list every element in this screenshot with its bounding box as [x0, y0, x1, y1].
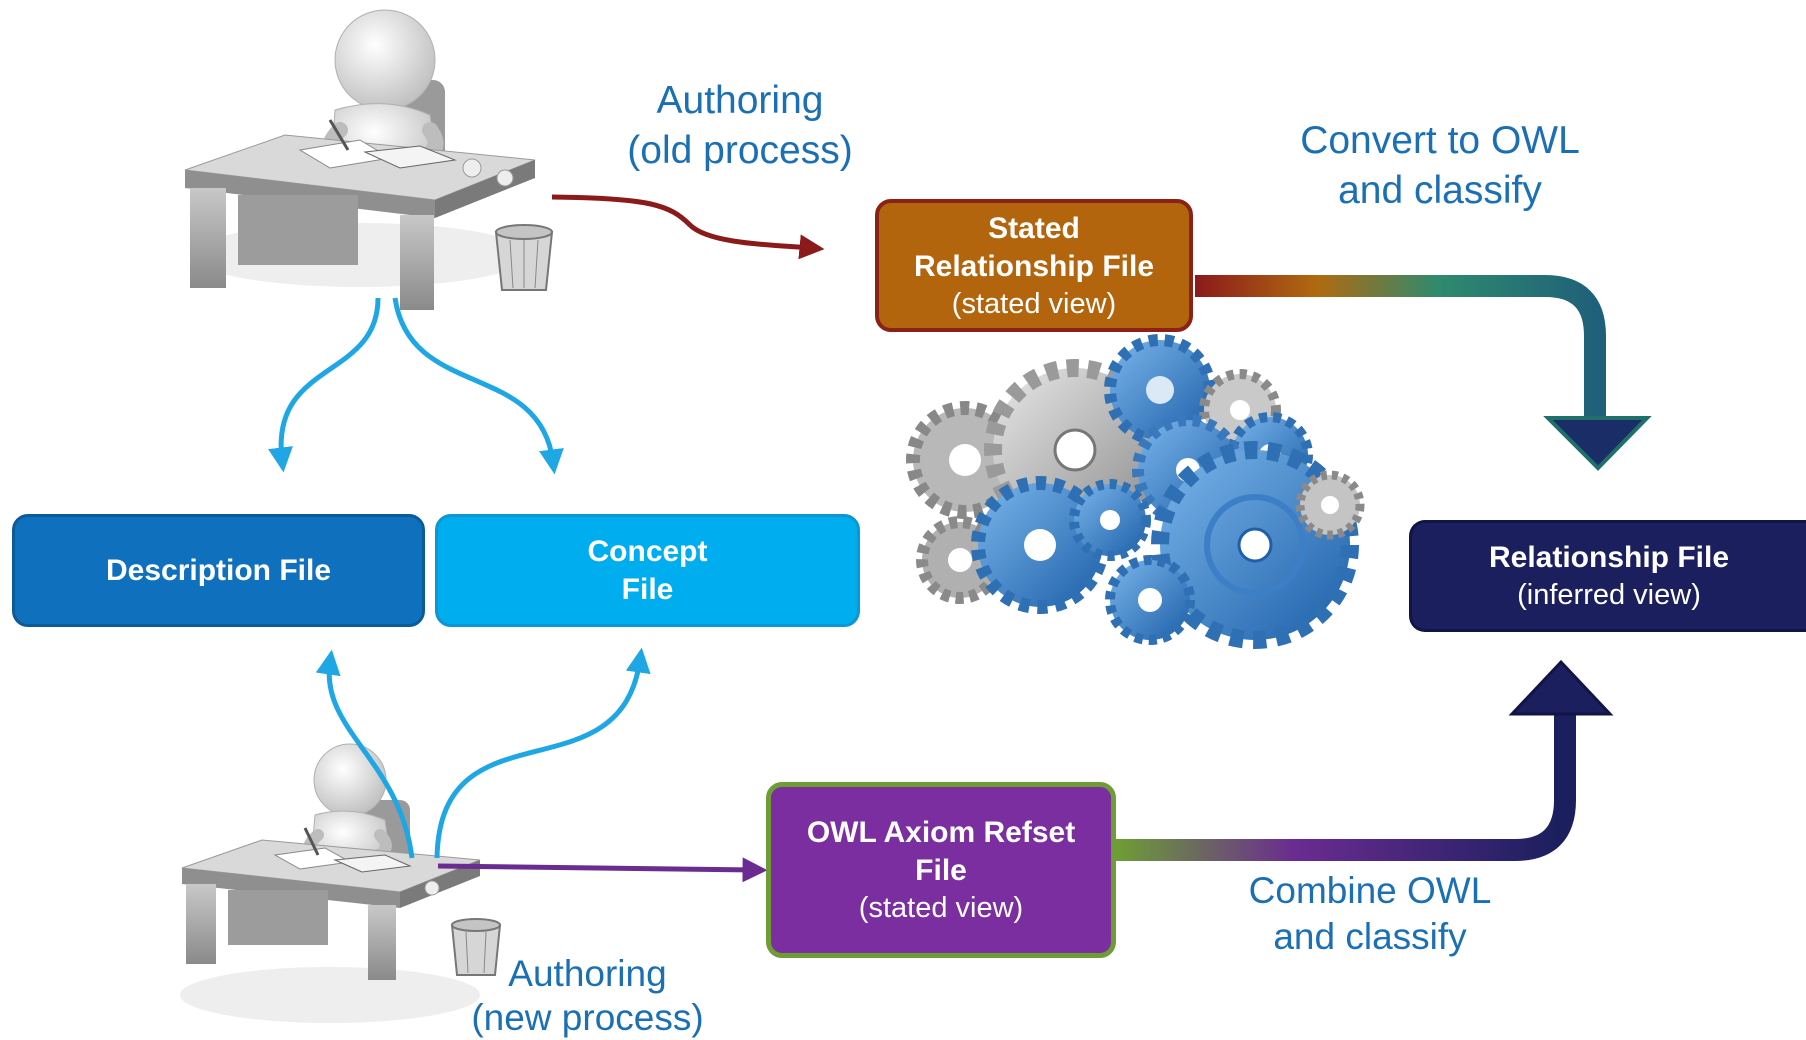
combine-owl-label: Combine OWL and classify [1215, 868, 1525, 960]
person-at-desk-icon [184, 9, 536, 310]
relationship-file-subtitle: (inferred view) [1517, 579, 1701, 611]
authoring-new-process-label: Authoring (new process) [440, 952, 735, 1040]
authoring-old-process-label: Authoring (old process) [600, 76, 880, 176]
stated-file-subtitle: (stated view) [951, 287, 1117, 320]
arrow-to-concept-file [392, 297, 564, 475]
authoring-new-line1: Authoring [508, 953, 667, 994]
arrow-to-owl-axiom-refset-file [437, 857, 768, 883]
concept-file-title-line2: File [621, 572, 674, 606]
combine-line2: and classify [1273, 916, 1467, 957]
combine-line1: Combine OWL [1248, 870, 1492, 911]
description-file-title: Description File [105, 553, 332, 587]
arrow-to-description-file [268, 297, 381, 473]
convert-arrow [1195, 275, 1652, 471]
owl-axiom-refset-file-box: OWL Axiom Refset File (stated view) [766, 782, 1116, 958]
concept-file-title-line1: Concept [587, 534, 708, 568]
stated-relationship-file-box: Stated Relationship File (stated view) [875, 199, 1193, 332]
wastebasket-icon [494, 224, 554, 291]
gears-icon [906, 334, 1365, 649]
owl-file-subtitle: (stated view) [858, 892, 1024, 924]
arrow-new-to-concept-file [434, 647, 651, 859]
convert-line2: and classify [1338, 169, 1542, 212]
authoring-old-line1: Authoring [656, 79, 824, 122]
arrow-to-stated-relationship-file [551, 194, 825, 260]
convert-line1: Convert to OWL [1300, 119, 1580, 162]
concept-file-box: Concept File [435, 514, 860, 627]
arrow-new-to-description-file [315, 649, 415, 859]
wastebasket-icon [450, 918, 502, 976]
stated-file-title-line2: Relationship File [913, 249, 1155, 283]
description-file-box: Description File [12, 514, 425, 627]
authoring-new-line2: (new process) [471, 997, 704, 1038]
owl-file-title-line1: OWL Axiom Refset [806, 816, 1076, 849]
stated-file-title-line1: Stated [988, 211, 1080, 245]
relationship-file-title: Relationship File [1488, 541, 1730, 574]
authoring-old-line2: (old process) [627, 129, 853, 172]
person-at-desk-icon [180, 743, 481, 1023]
owl-file-title-line2: File [915, 854, 967, 887]
combine-arrow [1116, 659, 1614, 861]
convert-to-owl-label: Convert to OWL and classify [1260, 116, 1620, 216]
relationship-file-box: Relationship File (inferred view) [1409, 520, 1806, 632]
